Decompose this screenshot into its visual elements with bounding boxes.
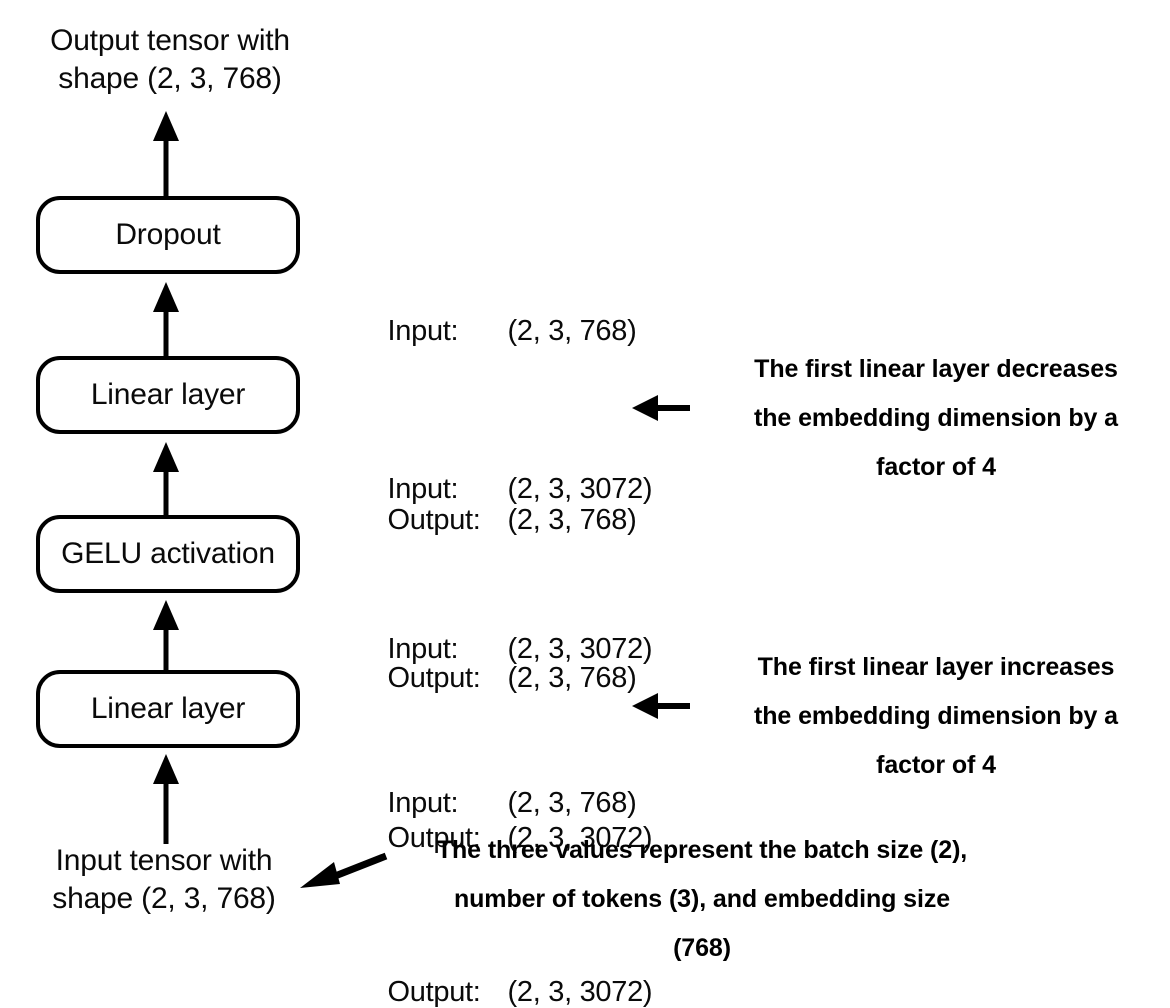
io-value-output: (2, 3, 768) — [507, 661, 637, 694]
io-value-input: (2, 3, 3072) — [507, 633, 653, 666]
io-row-input: Input: (2, 3, 768) — [341, 747, 652, 860]
layer-label-gelu: GELU activation — [61, 537, 275, 570]
io-spec-gelu: Input: (2, 3, 3072) Output: (2, 3, 3072) — [341, 518, 653, 970]
io-row-input: Input: (2, 3, 768) — [341, 275, 637, 388]
io-key-input: Input: — [387, 633, 459, 666]
annotation-decrease-note: The first linear layer decreases the emb… — [716, 345, 1156, 491]
io-value-input: (2, 3, 768) — [507, 787, 637, 820]
layer-box-linear-2[interactable]: Linear layer — [36, 356, 300, 434]
io-key-output: Output: — [387, 661, 481, 694]
arrow-pointer-decrease-note — [632, 395, 690, 421]
io-row-output: Output: (2, 3, 3072) — [341, 936, 653, 1008]
io-spec-linear-1: Input: (2, 3, 768) Output: (2, 3, 3072) — [341, 672, 653, 1008]
io-row-input: Input: (2, 3, 3072) — [341, 593, 653, 706]
annotation-line: factor of 4 — [876, 750, 996, 779]
io-row-output: Output: (2, 3, 3072) — [341, 782, 653, 895]
annotation-line: the embedding dimension by a — [754, 701, 1118, 730]
layer-label-dropout: Dropout — [115, 218, 221, 251]
io-row-output: Output: (2, 3, 768) — [341, 622, 652, 735]
output-tensor-caption: Output tensor with shape (2, 3, 768) — [50, 24, 290, 96]
layer-label-linear-1: Linear layer — [90, 692, 246, 725]
arrow-linear2-to-dropout — [153, 282, 179, 360]
io-row-input: Input: (2, 3, 3072) — [341, 433, 653, 546]
layer-box-dropout[interactable]: Dropout — [36, 196, 300, 274]
io-value-output: (2, 3, 3072) — [507, 821, 653, 854]
arrow-dropout-to-output — [153, 111, 179, 200]
io-row-output: Output: (2, 3, 768) — [341, 464, 637, 577]
io-key-input: Input: — [387, 473, 459, 506]
input-tensor-caption: Input tensor with shape (2, 3, 768) — [52, 844, 276, 916]
arrow-input-to-linear1 — [153, 754, 179, 844]
arrow-pointer-increase-note — [632, 693, 690, 719]
io-value-output: (2, 3, 768) — [507, 503, 637, 536]
arrow-linear1-to-gelu — [153, 600, 179, 678]
annotation-line: The first linear layer increases — [757, 653, 1115, 681]
layer-box-gelu[interactable]: GELU activation — [36, 515, 300, 593]
arrow-gelu-to-linear2 — [153, 442, 179, 520]
annotation-line: number of tokens (3), and embedding size — [453, 884, 951, 913]
io-value-output: (2, 3, 3072) — [507, 975, 653, 1008]
io-key-input: Input: — [387, 315, 459, 348]
io-spec-dropout: Input: (2, 3, 768) Output: (2, 3, 768) — [341, 200, 637, 652]
annotation-line: the embedding dimension by a — [754, 403, 1118, 432]
io-value-input: (2, 3, 768) — [507, 315, 637, 348]
annotation-line: The first linear layer decreases — [754, 355, 1118, 383]
layer-label-linear-2: Linear layer — [90, 378, 246, 411]
annotation-shape-note: The three values represent the batch siz… — [392, 826, 1012, 972]
annotation-line: factor of 4 — [876, 452, 996, 481]
io-key-output: Output: — [387, 503, 481, 536]
io-key-input: Input: — [387, 787, 459, 820]
io-spec-linear-2: Input: (2, 3, 3072) Output: (2, 3, 768) — [341, 358, 653, 810]
arrow-pointer-shape-note — [300, 852, 388, 888]
annotation-line: The three values represent the batch siz… — [436, 836, 968, 864]
io-key-output: Output: — [387, 975, 481, 1008]
io-value-input: (2, 3, 3072) — [507, 473, 653, 506]
io-key-output: Output: — [387, 821, 481, 854]
annotation-line: (768) — [673, 933, 731, 962]
layer-box-linear-1[interactable]: Linear layer — [36, 670, 300, 748]
annotation-increase-note: The first linear layer increases the emb… — [716, 643, 1156, 789]
